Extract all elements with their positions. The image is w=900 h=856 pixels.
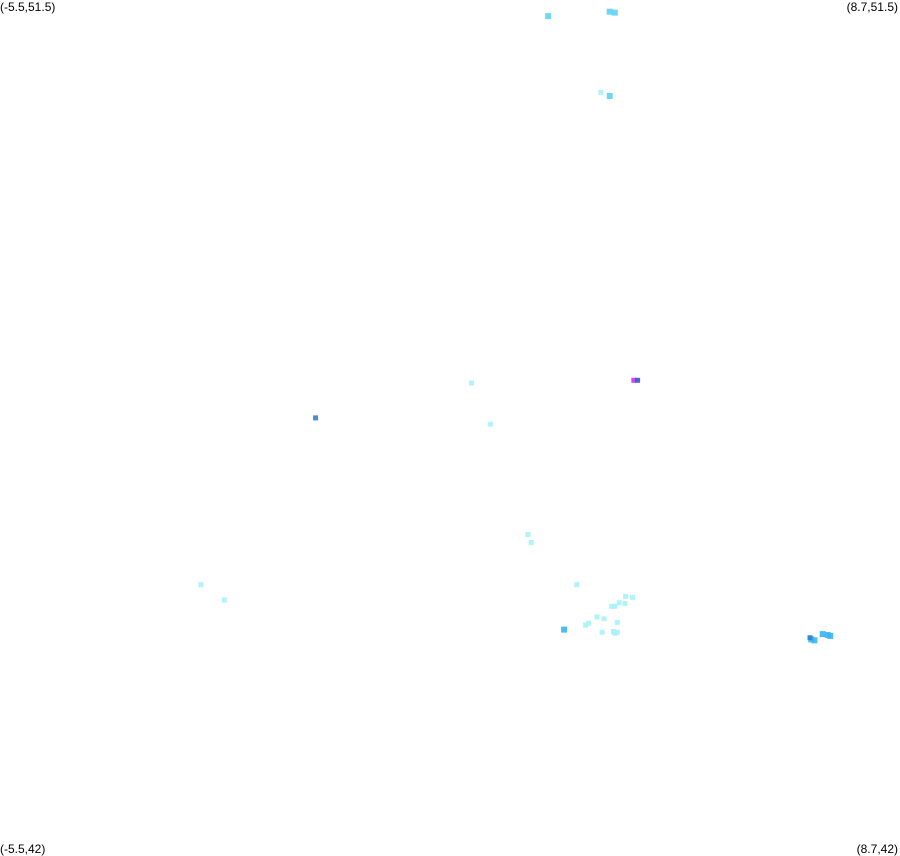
map-point	[606, 93, 613, 99]
corner-label-top-left: (-5.5,51.5)	[0, 0, 56, 14]
map-point	[561, 626, 568, 633]
map-point	[574, 582, 580, 588]
map-point	[614, 619, 620, 625]
map-point	[635, 377, 641, 383]
map-point	[630, 594, 635, 600]
map-point	[631, 377, 637, 383]
map-point	[525, 532, 531, 537]
map-point	[807, 635, 813, 641]
map-point	[609, 603, 615, 609]
map-point	[819, 631, 826, 638]
points-layer	[198, 8, 834, 644]
map-point	[469, 380, 474, 386]
map-point	[598, 89, 604, 95]
map-point	[599, 629, 605, 635]
map-point	[611, 9, 618, 16]
map-point	[488, 421, 494, 427]
corner-label-bottom-right: (8.7,42)	[856, 842, 898, 856]
map-point	[528, 540, 534, 546]
map-point	[313, 415, 319, 421]
map-point	[811, 637, 818, 644]
corner-label-bottom-left: (-5.5,42)	[0, 842, 46, 856]
map-point	[612, 603, 618, 609]
map-point	[616, 600, 622, 606]
map-point	[586, 620, 592, 626]
map-point	[827, 632, 834, 639]
map-point	[545, 13, 552, 20]
map-point	[612, 630, 618, 636]
map-point	[198, 582, 204, 588]
map-point	[623, 593, 629, 599]
map-point	[594, 614, 600, 620]
map-point	[622, 601, 628, 607]
corner-label-top-right: (8.7,51.5)	[846, 0, 898, 14]
map-point	[601, 616, 607, 622]
map-point	[606, 8, 613, 15]
map-point	[583, 622, 589, 628]
map-point	[221, 597, 227, 603]
